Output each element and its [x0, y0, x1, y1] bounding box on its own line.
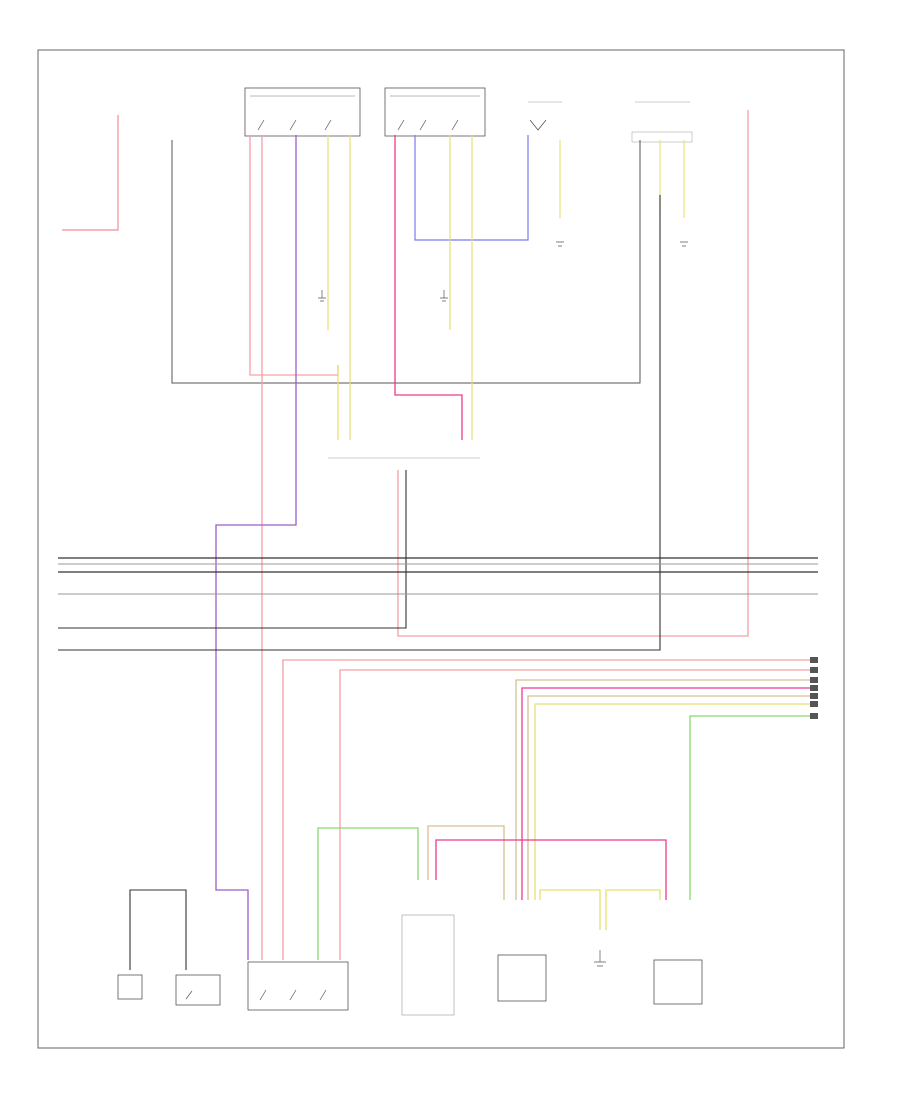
lower-harness [282, 659, 810, 960]
junction-bottom-left [117, 974, 143, 1000]
wire-right-switch-pink [394, 135, 463, 440]
ground-symbols-top [318, 241, 688, 302]
right-connector-pins [810, 657, 818, 719]
wire-hot-right [397, 110, 749, 637]
wire-left-switch-violet [215, 135, 297, 960]
ground-center [594, 950, 606, 967]
left-heater-switch [244, 87, 361, 137]
heater-relay [175, 974, 221, 1006]
wire-bottom-ground [129, 889, 187, 970]
wire-left-switch-red [249, 135, 339, 376]
diagram-frame [37, 49, 845, 1049]
wire-hot-left [62, 115, 119, 231]
seat-control-module [247, 961, 349, 1011]
wire-ground-loop [171, 140, 641, 384]
heater-connector [528, 101, 562, 131]
left-seat-element [401, 914, 455, 1016]
right-heater-switch [384, 87, 486, 137]
heater-connector-2 [631, 101, 693, 143]
wire-center-black-2 [58, 470, 407, 629]
right-seat-element [497, 954, 547, 1002]
bus-lines [58, 557, 818, 595]
wire-center-black [58, 195, 661, 651]
junction-bottom-right [653, 959, 703, 1005]
